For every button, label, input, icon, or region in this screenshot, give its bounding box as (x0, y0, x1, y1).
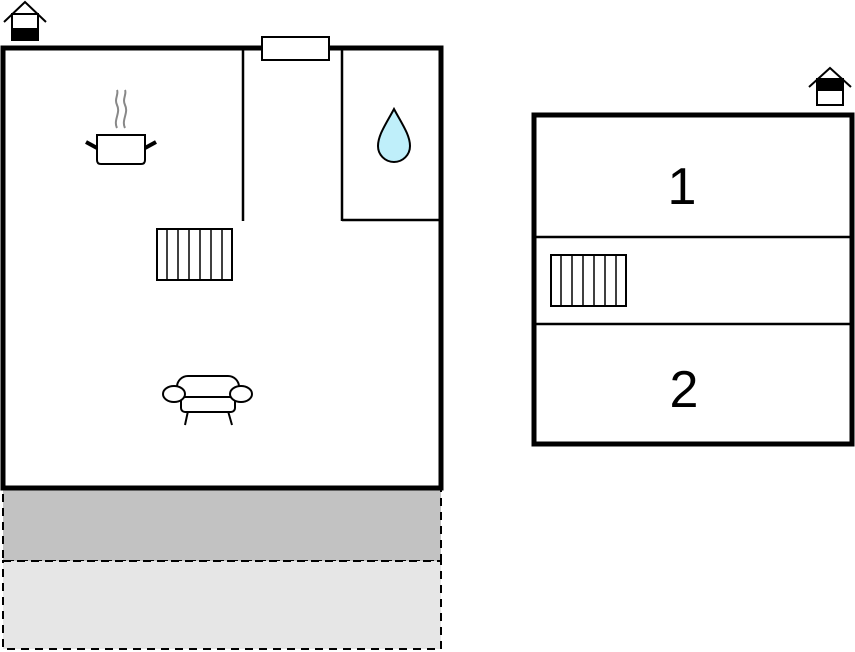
bathroom-walls (340, 48, 441, 222)
room-number-1: 1 (668, 158, 697, 216)
sofa-icon (162, 375, 253, 426)
terrace-covered (2, 487, 442, 562)
ground-floor-house-icon (3, 0, 47, 41)
terrace-open (2, 560, 442, 650)
window (261, 36, 330, 61)
stairs-icon (156, 228, 233, 281)
cooking-pot-icon (85, 89, 157, 165)
water-drop-icon (376, 106, 412, 163)
upper-floor-house-icon (808, 66, 852, 106)
stairs-icon (550, 254, 627, 307)
room-number-2: 2 (670, 361, 699, 419)
